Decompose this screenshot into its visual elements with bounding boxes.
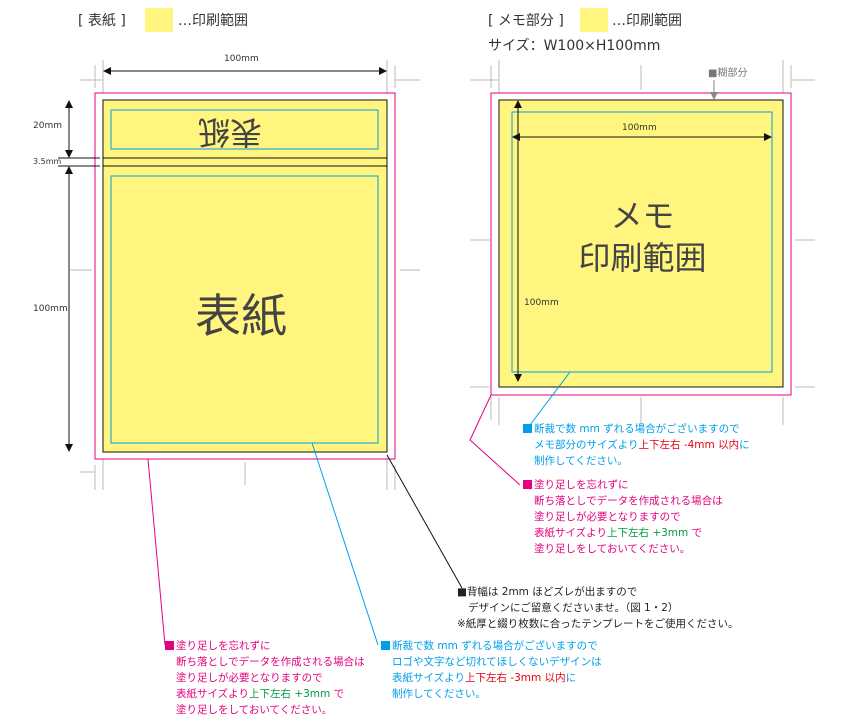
memo-print-area (498, 99, 784, 388)
cover-title: [ 表紙 ] (78, 13, 126, 29)
memo-size: サイズ：W100×H100mm (488, 38, 661, 54)
cover-print-area (102, 99, 388, 453)
spine-height-label: 3.5mm (33, 157, 62, 166)
memo-safe-area (511, 111, 773, 373)
cover-safe-area (110, 175, 379, 444)
legend-label: …印刷範囲 (178, 13, 248, 29)
cover-body-height-label: 100mm (33, 304, 68, 314)
memo-safe-note: 断裁で数 mm ずれる場合がございますので メモ部分のサイズより上下左右 -4m… (523, 421, 750, 469)
cover-bleed-note: 塗り足しを忘れずに 断ち落としでデータを作成される場合は 塗り足しが必要となりま… (165, 638, 365, 718)
print-area-swatch (145, 8, 173, 32)
memo-label-line2: 印刷範囲 (578, 239, 707, 277)
cover-top-height-label: 20mm (33, 121, 62, 131)
cover-upside-label: 表紙 (198, 113, 263, 151)
legend-label: …印刷範囲 (612, 13, 682, 29)
crop-marks (70, 60, 815, 490)
cover-safe-note: 断裁で数 mm ずれる場合がございますので ロゴや文字など切れてほしくないデザイ… (381, 638, 602, 702)
cover-bleed-outline (94, 92, 396, 460)
memo-width-label: 100mm (622, 123, 657, 133)
memo-bleed-note: 塗り足しを忘れずに 断ち落としでデータを作成される場合は 塗り足しが必要となりま… (523, 477, 723, 557)
print-area-swatch (580, 8, 608, 32)
memo-bleed-outline (490, 92, 792, 396)
memo-title: [ メモ部分 ] (488, 13, 564, 29)
glue-label: ■糊部分 (708, 68, 748, 79)
cover-main-label: 表紙 (195, 289, 287, 343)
memo-label-line1: メモ (610, 197, 675, 235)
cover-width-label: 100mm (224, 54, 259, 64)
memo-height-label: 100mm (524, 298, 559, 308)
spine-note: ■背幅は 2mm ほどズレが出ますので デザインにご留意くださいませ。（図 1・… (457, 586, 739, 630)
cover-top-safe-area (110, 109, 379, 150)
memo-main-label: メモ 印刷範囲 (570, 195, 715, 279)
